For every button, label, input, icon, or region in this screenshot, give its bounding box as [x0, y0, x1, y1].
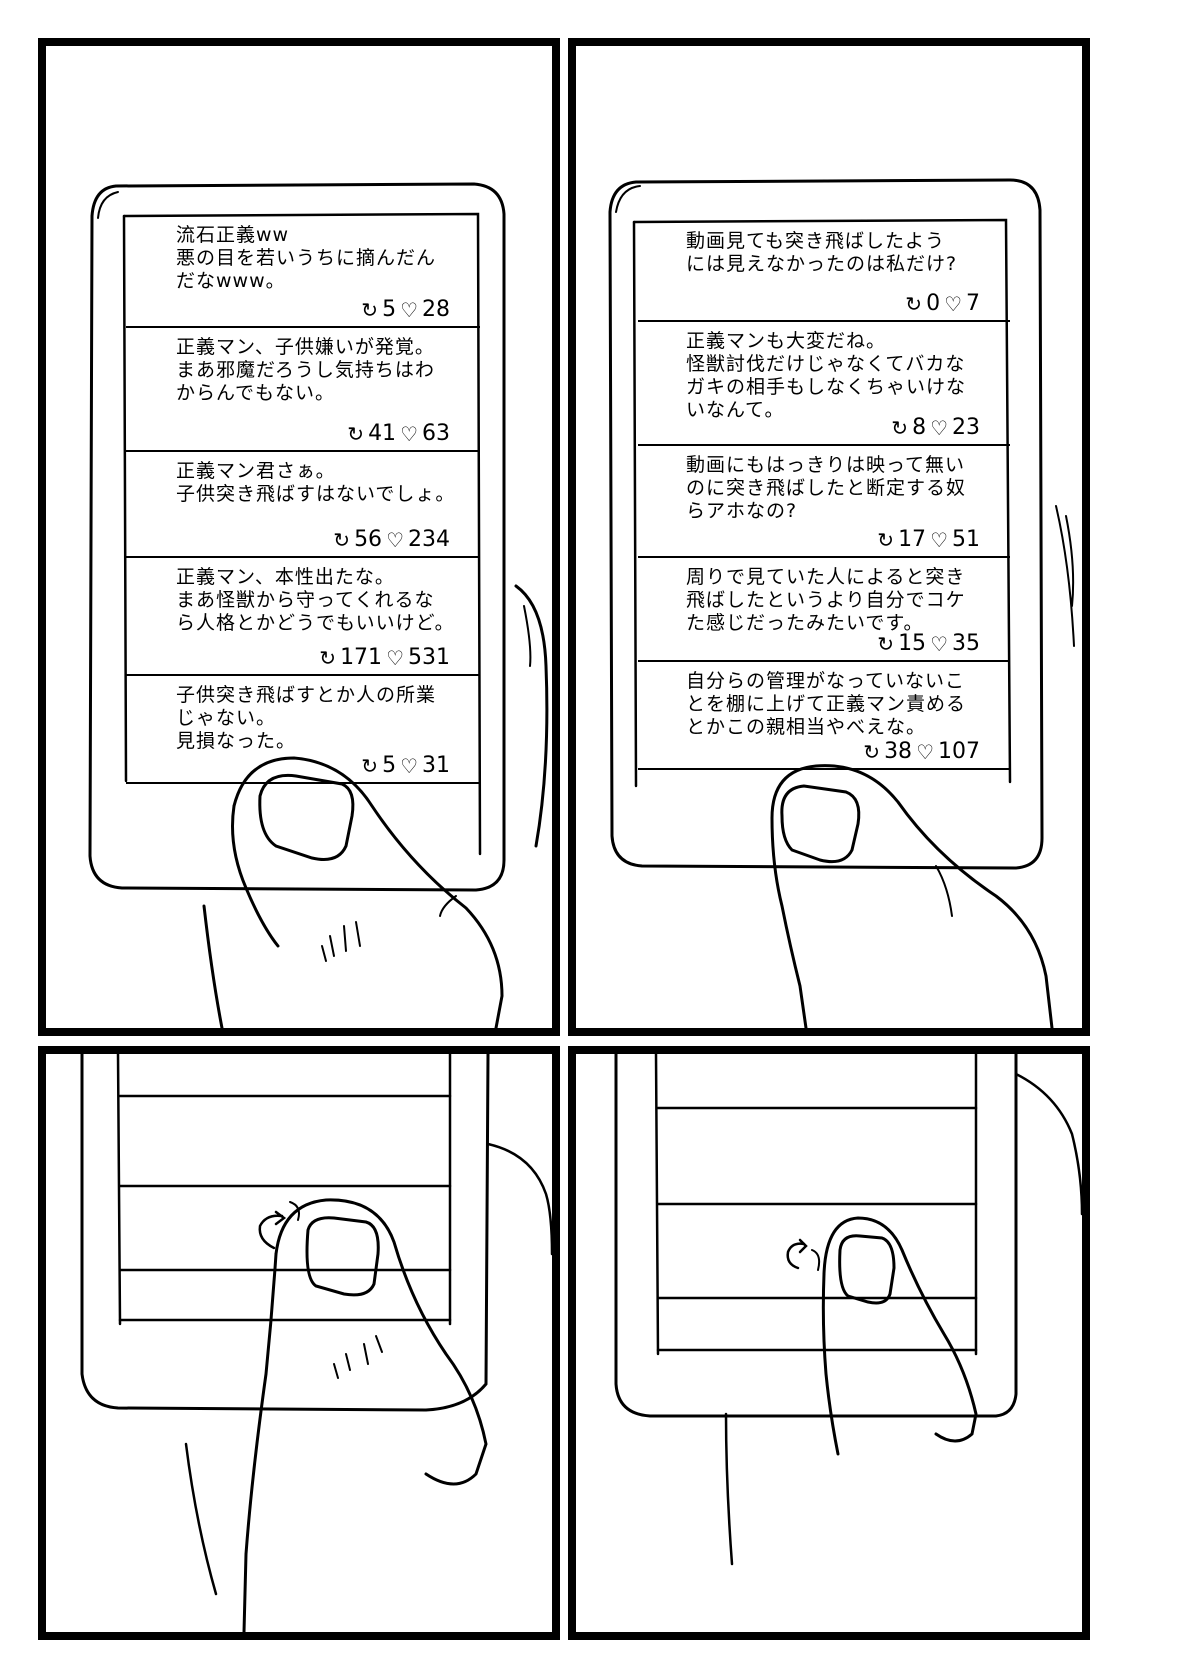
- like-count: 531: [408, 645, 450, 670]
- panel-bottom-right: [568, 1046, 1090, 1640]
- post-text: 正義マン、本性出たな。 まあ怪獣から守ってくれるな ら人格とかどうでもいいけど。: [176, 566, 455, 634]
- like-count: 234: [408, 527, 450, 552]
- phone-sketch-right: [608, 178, 1075, 1028]
- repost-icon[interactable]: ↻: [333, 527, 351, 552]
- repost-icon[interactable]: ↻: [319, 645, 337, 670]
- post-text: 正義マン君さぁ。 子供突き飛ばすはないでしょ。: [176, 460, 456, 505]
- repost-count: 5: [382, 297, 397, 322]
- post-text: 周りで見ていた人によると突き 飛ばしたというより自分でコケ た感じだったみたいで…: [686, 566, 966, 634]
- post-item[interactable]: 正義マン君さぁ。 子供突き飛ばすはないでしょ。 ↻56♡234: [126, 452, 480, 558]
- like-count: 51: [952, 527, 980, 552]
- repost-icon[interactable]: ↻: [891, 415, 909, 440]
- repost-icon[interactable]: ↻: [361, 297, 379, 322]
- repost-count: 5: [382, 753, 397, 778]
- post-text: 正義マン、子供嫌いが発覚。 まあ邪魔だろうし気持ちはわ からんでもない。: [176, 336, 435, 404]
- post-item[interactable]: 周りで見ていた人によると突き 飛ばしたというより自分でコケ た感じだったみたいで…: [638, 558, 1010, 662]
- post-text: 正義マンも大変だね。 怪獣討伐だけじゃなくてバカな ガキの相手もしなくちゃいけな…: [686, 330, 967, 421]
- like-count: 23: [952, 415, 980, 440]
- repost-count: 17: [898, 527, 927, 552]
- post-stats: ↻38♡107: [863, 739, 980, 764]
- heart-icon[interactable]: ♡: [930, 631, 948, 656]
- post-stats: ↻5♡31: [361, 753, 450, 778]
- post-text: 動画にもはっきりは映って無い のに突き飛ばしたと断定する奴 らアホなの?: [686, 454, 967, 522]
- heart-icon[interactable]: ♡: [944, 291, 962, 316]
- repost-icon[interactable]: ↻: [877, 527, 895, 552]
- like-count: 35: [952, 631, 980, 656]
- repost-icon[interactable]: ↻: [905, 291, 923, 316]
- phone-sketch-left: [88, 182, 549, 1028]
- post-item[interactable]: 正義マン、子供嫌いが発覚。 まあ邪魔だろうし気持ちはわ からんでもない。 ↻41♡…: [126, 328, 480, 452]
- panel-bottom-left: [38, 1046, 560, 1640]
- like-count: 28: [422, 297, 450, 322]
- like-count: 31: [422, 753, 450, 778]
- post-text: 流石正義ww 悪の目を若いうちに摘んだん だなwww。: [176, 224, 437, 292]
- heart-icon[interactable]: ♡: [930, 527, 948, 552]
- post-item[interactable]: 動画見ても突き飛ばしたよう には見えなかったのは私だけ? ↻0♡7: [638, 222, 1010, 322]
- post-item[interactable]: 正義マン、本性出たな。 まあ怪獣から守ってくれるな ら人格とかどうでもいいけど。…: [126, 558, 480, 676]
- post-text: 子供突き飛ばすとか人の所業 じゃない。 見損なった。: [176, 684, 437, 752]
- post-stats: ↻41♡63: [347, 421, 450, 446]
- repost-count: 171: [340, 645, 383, 670]
- repost-count: 38: [884, 739, 913, 764]
- post-stats: ↻171♡531: [319, 645, 450, 670]
- repost-icon[interactable]: ↻: [361, 753, 379, 778]
- repost-icon[interactable]: ↻: [863, 739, 881, 764]
- repost-count: 8: [912, 415, 927, 440]
- repost-icon[interactable]: ↻: [877, 631, 895, 656]
- post-stats: ↻8♡23: [891, 415, 980, 440]
- heart-icon[interactable]: ♡: [916, 739, 934, 764]
- post-stats: ↻15♡35: [877, 631, 980, 656]
- heart-icon[interactable]: ♡: [930, 415, 948, 440]
- heart-icon[interactable]: ♡: [386, 645, 404, 670]
- post-stats: ↻17♡51: [877, 527, 980, 552]
- thumb-press-sketch-right: [614, 1054, 1082, 1566]
- post-item[interactable]: 正義マンも大変だね。 怪獣討伐だけじゃなくてバカな ガキの相手もしなくちゃいけな…: [638, 322, 1010, 446]
- repost-count: 41: [368, 421, 397, 446]
- repost-count: 56: [354, 527, 383, 552]
- repost-count: 15: [898, 631, 927, 656]
- repost-count: 0: [926, 291, 941, 316]
- like-count: 107: [938, 739, 980, 764]
- post-item[interactable]: 自分らの管理がなっていないこ とを棚に上げて正義マン責める とかこの親相当やべえ…: [638, 662, 1010, 770]
- post-item[interactable]: 流石正義ww 悪の目を若いうちに摘んだん だなwww。 ↻5♡28: [126, 216, 480, 328]
- heart-icon[interactable]: ♡: [400, 297, 418, 322]
- post-item[interactable]: 動画にもはっきりは映って無い のに突き飛ばしたと断定する奴 らアホなの? ↻17♡…: [638, 446, 1010, 558]
- post-stats: ↻0♡7: [905, 291, 980, 316]
- heart-icon[interactable]: ♡: [386, 527, 404, 552]
- like-count: 63: [422, 421, 450, 446]
- heart-icon[interactable]: ♡: [400, 421, 418, 446]
- repost-icon[interactable]: ↻: [347, 421, 365, 446]
- like-count: 7: [966, 291, 980, 316]
- post-item[interactable]: 子供突き飛ばすとか人の所業 じゃない。 見損なった。↻5♡31: [126, 676, 480, 784]
- thumb-press-sketch-left: [80, 1054, 552, 1632]
- post-stats: ↻5♡28: [361, 297, 450, 322]
- post-stats: ↻56♡234: [333, 527, 450, 552]
- heart-icon[interactable]: ♡: [400, 753, 418, 778]
- post-text: 自分らの管理がなっていないこ とを棚に上げて正義マン責める とかこの親相当やべえ…: [686, 670, 967, 738]
- post-text: 動画見ても突き飛ばしたよう には見えなかったのは私だけ?: [686, 230, 958, 275]
